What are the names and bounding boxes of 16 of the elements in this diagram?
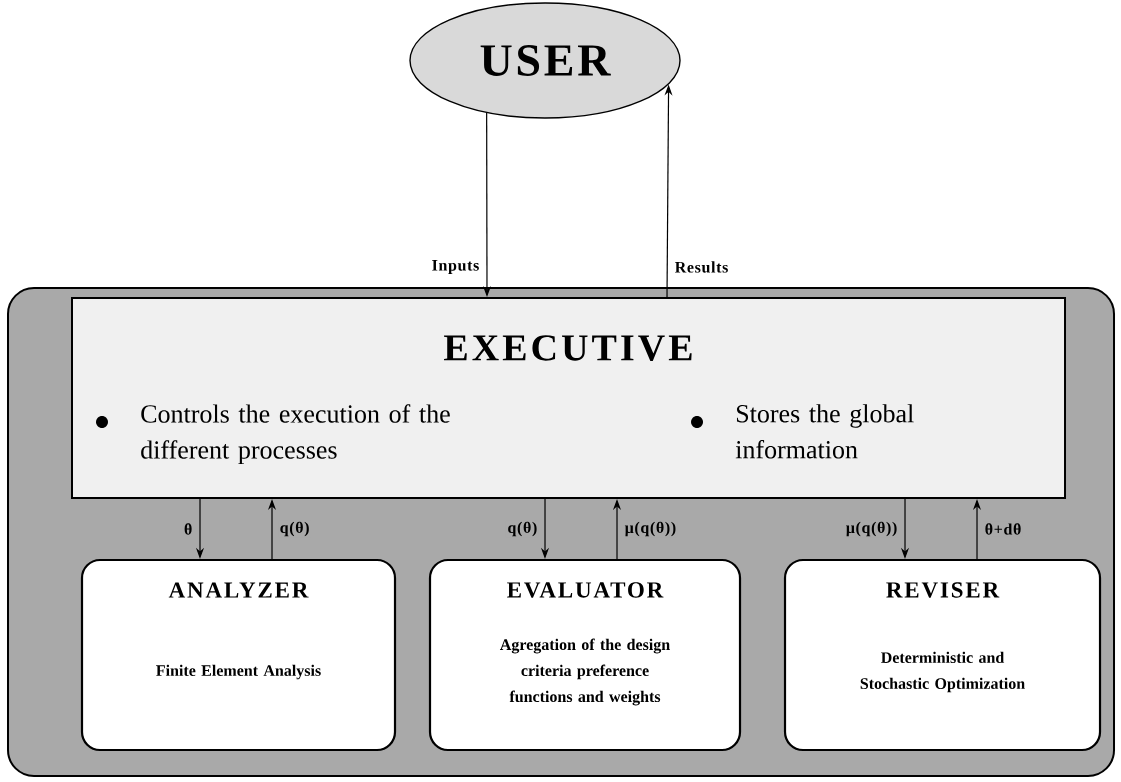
box-title: REVISER bbox=[886, 582, 1000, 598]
bullet-text: Controls the execution of the different processes bbox=[141, 404, 450, 465]
edge-label: μ(q(θ)) bbox=[623, 520, 678, 538]
edge-label: θ bbox=[182, 521, 194, 537]
box-description: Deterministic and Stochastic Optimization bbox=[860, 651, 1025, 693]
edge-label: q(θ) bbox=[506, 520, 539, 538]
edge-label: Results bbox=[673, 259, 730, 275]
box-description: Finite Element Analysis bbox=[156, 664, 321, 680]
box-title: EVALUATOR bbox=[507, 582, 664, 598]
edge-label: Inputs bbox=[430, 258, 481, 276]
edge-label: μ(q(θ)) bbox=[844, 520, 899, 538]
box-title: ANALYZER bbox=[168, 582, 309, 598]
box-description: Agregation of the design criteria preference functions and weights bbox=[500, 638, 670, 706]
box-title: EXECUTIVE bbox=[444, 335, 692, 361]
bullet-text: Stores the global information bbox=[735, 404, 914, 459]
edge-label: q(θ) bbox=[278, 520, 312, 538]
